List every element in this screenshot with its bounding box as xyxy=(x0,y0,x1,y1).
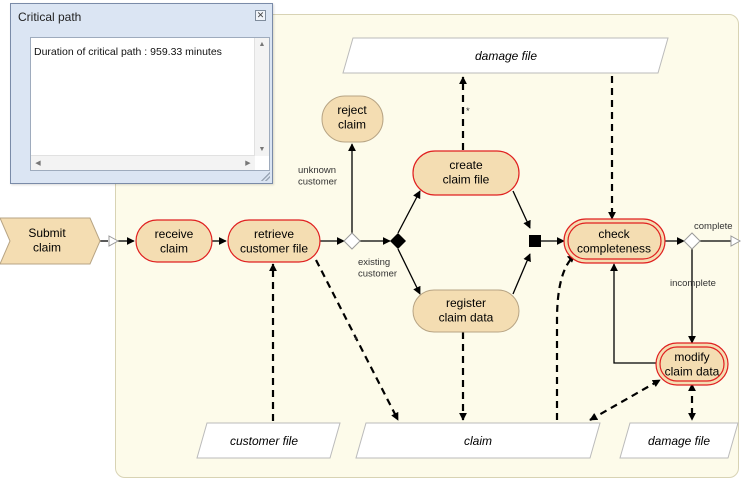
dataflow-claim-check[interactable] xyxy=(555,254,576,420)
and-join-gateway[interactable] xyxy=(529,235,541,247)
data-flow-edges xyxy=(269,76,696,421)
multiplicity-marker: * xyxy=(466,106,470,117)
critical-path-window[interactable]: Critical path ✕ Duration of critical pat… xyxy=(10,3,273,184)
dataflow-claim-modify[interactable] xyxy=(589,379,661,421)
edge-register-join[interactable] xyxy=(512,253,531,295)
close-icon[interactable]: ✕ xyxy=(255,10,266,21)
data-object-claim[interactable]: claim xyxy=(355,422,601,459)
edge-and-create[interactable] xyxy=(397,190,421,234)
resize-grip-icon[interactable] xyxy=(260,171,270,181)
window-title: Critical path xyxy=(18,10,82,24)
xor-gateway-customer[interactable] xyxy=(343,232,361,250)
and-split-gateway[interactable] xyxy=(390,233,406,249)
data-object-label: damage file xyxy=(648,434,710,448)
scroll-right-icon[interactable]: ▶ xyxy=(245,160,251,167)
edge-and-register[interactable] xyxy=(397,248,421,295)
edge-create-join[interactable] xyxy=(512,190,531,229)
connector-icon xyxy=(108,235,120,247)
data-object-label: claim xyxy=(464,434,492,448)
edge-modify-check[interactable] xyxy=(610,263,657,364)
data-object-label: damage file xyxy=(475,49,537,63)
vertical-scrollbar[interactable]: ▲ ▼ xyxy=(254,38,269,156)
scroll-down-icon[interactable]: ▼ xyxy=(258,146,266,153)
data-object-damage-file-top[interactable]: damage file xyxy=(342,37,669,74)
edge-label-incomplete: incomplete xyxy=(670,278,716,289)
edge-label-complete: complete xyxy=(694,221,733,232)
end-connector-icon xyxy=(730,235,742,247)
horizontal-scrollbar[interactable]: ◀ ▶ xyxy=(31,155,255,170)
data-object-customer-file[interactable]: customer file xyxy=(196,422,341,459)
critical-path-text-area[interactable]: Duration of critical path : 959.33 minut… xyxy=(30,37,270,171)
xor-gateway-completeness[interactable] xyxy=(683,232,701,250)
data-object-damage-file-bottom[interactable]: damage file xyxy=(619,422,739,459)
multiplicity-marker: * xyxy=(354,335,358,346)
data-object-label: customer file xyxy=(230,434,298,448)
scroll-left-icon[interactable]: ◀ xyxy=(35,160,41,167)
scroll-up-icon[interactable]: ▲ xyxy=(258,41,266,48)
dataflow-retrieve-claim[interactable] xyxy=(315,259,399,421)
critical-path-duration: Duration of critical path : 959.33 minut… xyxy=(34,46,222,58)
control-flow-edges xyxy=(98,143,731,364)
